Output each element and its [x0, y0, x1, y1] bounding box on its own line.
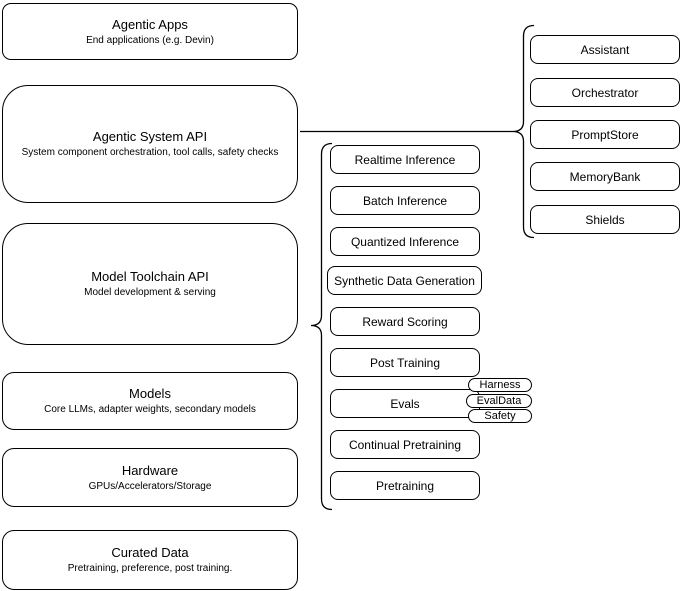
- orchestrator-label: Orchestrator: [571, 85, 639, 100]
- models-subtitle: Core LLMs, adapter weights, secondary mo…: [44, 404, 256, 415]
- box-assistant: Assistant: [530, 35, 680, 64]
- model-toolchain-api-title: Model Toolchain API: [91, 269, 209, 284]
- agentic-apps-title: Agentic Apps: [112, 16, 188, 32]
- harness-label: Harness: [479, 378, 521, 391]
- model-toolchain-api-subtitle: Model development & serving: [84, 287, 216, 298]
- agentic-system-api-subtitle: System component orchestration, tool cal…: [21, 147, 279, 158]
- box-curated-data: Curated Data Pretraining, preference, po…: [2, 530, 298, 590]
- reward-scoring-label: Reward Scoring: [362, 314, 448, 329]
- realtime-inference-label: Realtime Inference: [354, 152, 456, 167]
- box-batch-inference: Batch Inference: [330, 186, 480, 215]
- hardware-subtitle: GPUs/Accelerators/Storage: [88, 480, 212, 492]
- hardware-title: Hardware: [121, 462, 179, 478]
- evaldata-label: EvalData: [476, 394, 522, 407]
- box-orchestrator: Orchestrator: [530, 78, 680, 107]
- box-agentic-system-api: Agentic System API System component orch…: [2, 85, 298, 203]
- curated-data-title: Curated Data: [111, 545, 189, 560]
- badge-harness: Harness: [468, 378, 532, 392]
- curated-data-subtitle: Pretraining, preference, post training.: [67, 563, 233, 574]
- continual-pretraining-label: Continual Pretraining: [348, 437, 462, 452]
- box-memorybank: MemoryBank: [530, 162, 680, 191]
- agentic-system-api-title: Agentic System API: [92, 129, 208, 144]
- badge-evaldata: EvalData: [466, 394, 532, 408]
- box-pretraining: Pretraining: [330, 471, 480, 500]
- box-agentic-apps: Agentic Apps End applications (e.g. Devi…: [2, 3, 298, 60]
- box-models: Models Core LLMs, adapter weights, secon…: [2, 372, 298, 430]
- box-post-training: Post Training: [330, 348, 480, 377]
- box-realtime-inference: Realtime Inference: [330, 145, 480, 174]
- box-promptstore: PromptStore: [530, 120, 680, 149]
- safety-label: Safety: [484, 409, 516, 422]
- box-quantized-inference: Quantized Inference: [330, 227, 480, 256]
- box-synthetic-data-generation: Synthetic Data Generation: [327, 266, 482, 295]
- pretraining-label: Pretraining: [375, 478, 435, 493]
- assistant-label: Assistant: [580, 42, 630, 57]
- quantized-inference-label: Quantized Inference: [350, 234, 460, 249]
- box-reward-scoring: Reward Scoring: [330, 307, 480, 336]
- box-continual-pretraining: Continual Pretraining: [330, 430, 480, 459]
- badge-safety: Safety: [468, 409, 532, 423]
- models-title: Models: [129, 386, 171, 401]
- promptstore-label: PromptStore: [571, 127, 639, 142]
- memorybank-label: MemoryBank: [569, 169, 641, 184]
- shields-label: Shields: [585, 212, 625, 227]
- post-training-label: Post Training: [369, 355, 441, 370]
- box-hardware: Hardware GPUs/Accelerators/Storage: [2, 448, 298, 507]
- box-model-toolchain-api: Model Toolchain API Model development & …: [2, 223, 298, 345]
- box-evals: Evals: [330, 389, 480, 418]
- batch-inference-label: Batch Inference: [362, 193, 448, 208]
- synthetic-data-generation-label: Synthetic Data Generation: [334, 273, 475, 288]
- box-shields: Shields: [530, 205, 680, 234]
- evals-label: Evals: [390, 396, 420, 411]
- toolchain-brace: [310, 142, 333, 511]
- agentic-apps-subtitle: End applications (e.g. Devin): [86, 34, 214, 46]
